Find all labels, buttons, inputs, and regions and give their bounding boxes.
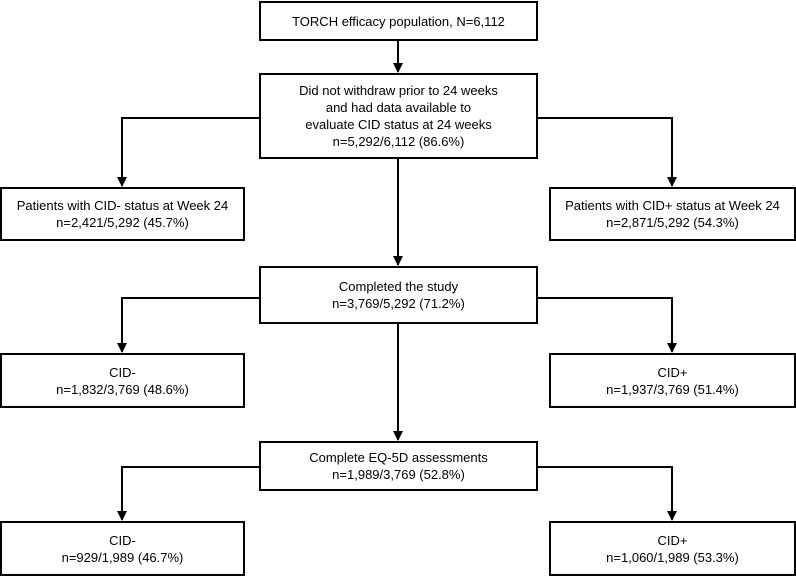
eq5d-cid-pos-count: n=1,060/1,989 (53.3%) bbox=[606, 549, 739, 565]
arrow-completed-to-cid-pos bbox=[536, 297, 677, 353]
completed-cid-pos-title: CID+ bbox=[657, 364, 688, 380]
eq5d-cid-neg-count: n=929/1,989 (46.7%) bbox=[61, 549, 184, 565]
completed-count: n=3,769/5,292 (71.2%) bbox=[332, 296, 465, 311]
completed-cid-pos-count: n=1,937/3,769 (51.4%) bbox=[606, 381, 739, 397]
completed-cid-neg-count: n=1,832/3,769 (48.6%) bbox=[56, 381, 189, 397]
eq5d-count: n=1,989/3,769 (52.8%) bbox=[332, 467, 465, 482]
arrow-eligible-to-week24-cid-neg bbox=[117, 117, 261, 187]
completed-cid-neg-box: CID- n=1,832/3,769 (48.6%) bbox=[0, 353, 245, 408]
completed-box: Completed the study n=3,769/5,292 (71.2%… bbox=[259, 266, 538, 324]
week24-cid-pos-box: Patients with CID+ status at Week 24 n=2… bbox=[549, 187, 796, 241]
eq5d-cid-neg-title: CID- bbox=[109, 532, 136, 548]
completed-cid-neg-title: CID- bbox=[109, 364, 136, 380]
week24-cid-neg-box: Patients with CID- status at Week 24 n=2… bbox=[0, 187, 245, 241]
week24-cid-pos-title: Patients with CID+ status at Week 24 bbox=[565, 198, 780, 213]
population-title: TORCH efficacy population, N=6,112 bbox=[292, 13, 505, 29]
eq5d-cid-pos-title: CID+ bbox=[657, 532, 688, 548]
arrow-eligible-to-week24-cid-pos bbox=[536, 117, 677, 187]
week24-cid-pos-count: n=2,871/5,292 (54.3%) bbox=[606, 215, 739, 230]
eligible-line-3: evaluate CID status at 24 weeks bbox=[305, 117, 492, 132]
eligible-box: Did not withdraw prior to 24 weeks and h… bbox=[259, 73, 538, 159]
population-box: TORCH efficacy population, N=6,112 bbox=[259, 1, 538, 41]
completed-cid-pos-box: CID+ n=1,937/3,769 (51.4%) bbox=[549, 353, 796, 408]
eligible-count: n=5,292/6,112 (86.6%) bbox=[332, 134, 465, 149]
eq5d-box: Complete EQ-5D assessments n=1,989/3,769… bbox=[259, 441, 538, 491]
eligible-line-1: Did not withdraw prior to 24 weeks bbox=[299, 83, 498, 98]
eligible-line-2: and had data available to bbox=[325, 100, 472, 115]
completed-title: Completed the study bbox=[338, 279, 459, 294]
arrow-completed-to-cid-neg bbox=[117, 297, 261, 353]
eq5d-title: Complete EQ-5D assessments bbox=[309, 450, 488, 465]
arrow-eq5d-to-cid-neg bbox=[117, 466, 261, 521]
arrow-eq5d-to-cid-pos bbox=[536, 466, 677, 521]
week24-cid-neg-title: Patients with CID- status at Week 24 bbox=[16, 198, 229, 213]
eq5d-cid-pos-box: CID+ n=1,060/1,989 (53.3%) bbox=[549, 521, 796, 576]
eq5d-cid-neg-box: CID- n=929/1,989 (46.7%) bbox=[0, 521, 245, 576]
week24-cid-neg-count: n=2,421/5,292 (45.7%) bbox=[56, 215, 189, 230]
